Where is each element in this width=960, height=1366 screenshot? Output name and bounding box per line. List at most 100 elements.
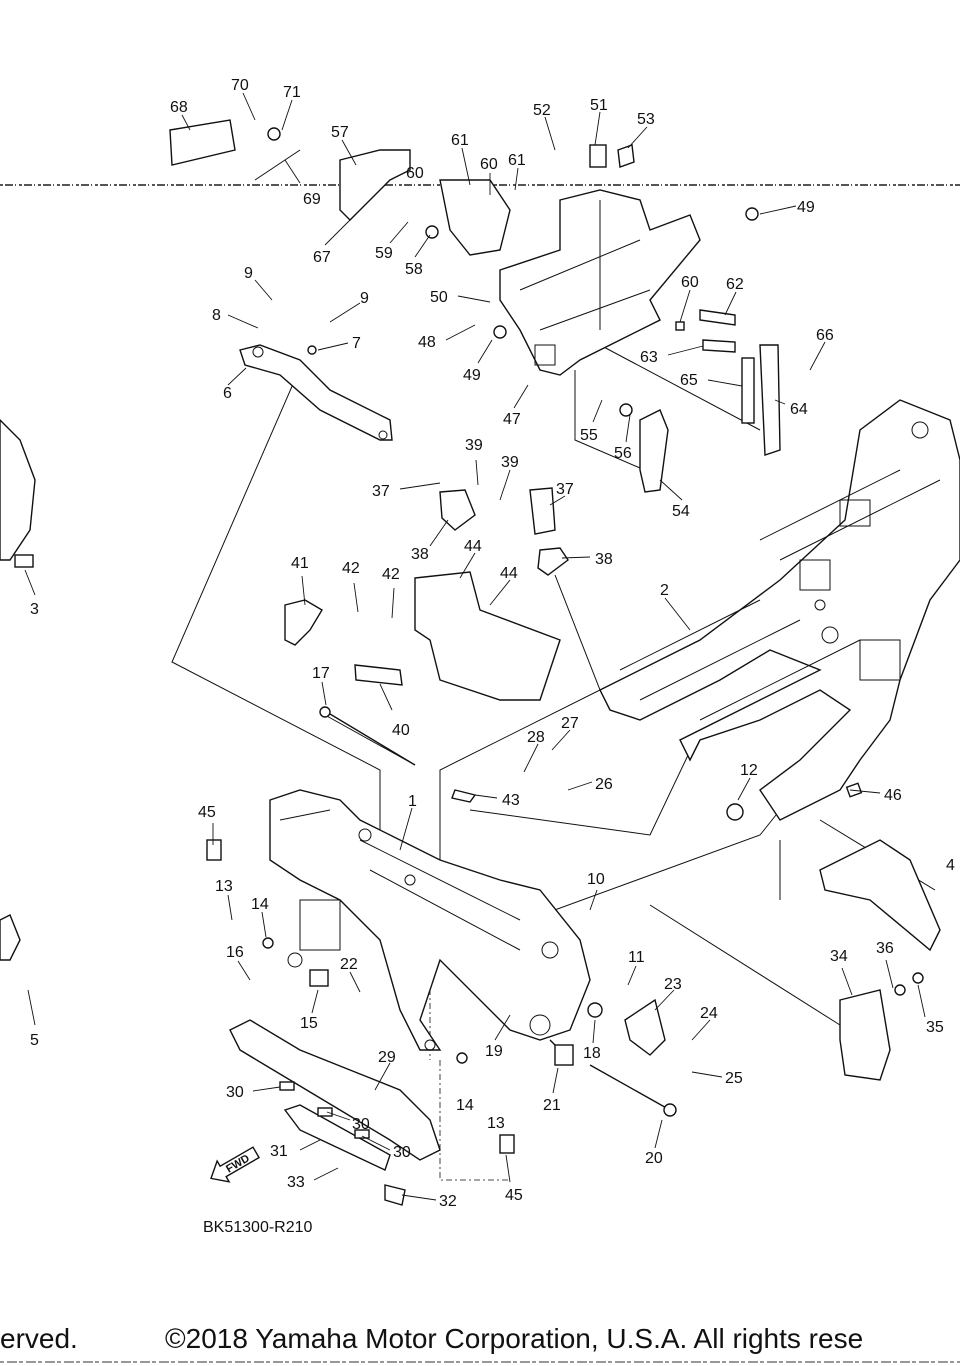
callout-15: 15: [300, 1015, 318, 1032]
side-covers: [639, 309, 941, 1081]
callout-9a: 9: [244, 265, 253, 282]
top-left-brackets: [169, 119, 511, 256]
callout-36: 36: [876, 940, 894, 957]
callout-48: 48: [418, 334, 436, 351]
callout-46: 46: [884, 787, 902, 804]
callout-52: 52: [533, 102, 551, 119]
callout-49a: 49: [463, 367, 481, 384]
callout-45a: 45: [198, 804, 216, 821]
callout-45b: 45: [505, 1187, 523, 1204]
callout-58: 58: [405, 261, 423, 278]
callout-60a: 60: [406, 165, 424, 182]
callout-6: 6: [223, 385, 232, 402]
callout-44b: 44: [500, 565, 518, 582]
callout-71: 71: [283, 84, 301, 101]
callout-30b: 30: [352, 1116, 370, 1133]
callout-33: 33: [287, 1174, 305, 1191]
callout-51: 51: [590, 97, 608, 114]
callout-4: 4: [946, 857, 955, 874]
callout-60c: 60: [681, 274, 699, 291]
callout-40: 40: [392, 722, 410, 739]
callout-17: 17: [312, 665, 330, 682]
callout-32: 32: [439, 1193, 457, 1210]
callout-11: 11: [628, 949, 645, 966]
callout-13b: 13: [487, 1115, 505, 1132]
callout-30a: 30: [226, 1084, 244, 1101]
callout-19: 19: [485, 1043, 503, 1060]
callout-21: 21: [543, 1097, 561, 1114]
callout-68: 68: [170, 99, 188, 116]
callout-13a: 13: [215, 878, 233, 895]
callout-42b: 42: [382, 566, 400, 583]
callout-5: 5: [30, 1032, 39, 1049]
callout-1: 1: [408, 793, 417, 810]
callout-labels: 1 2 3 4 5 6 7 8 9 9 10 11 12 13 13 14 14…: [30, 77, 955, 1210]
callout-43: 43: [502, 792, 520, 809]
callout-61b: 61: [508, 152, 526, 169]
callout-30c: 30: [393, 1144, 411, 1161]
callout-63: 63: [640, 349, 658, 366]
lower-frame: [269, 789, 591, 1051]
callout-66: 66: [816, 327, 834, 344]
callout-59: 59: [375, 245, 393, 262]
callout-56: 56: [614, 445, 632, 462]
callout-34: 34: [830, 948, 848, 965]
callout-8: 8: [212, 307, 221, 324]
callout-49b: 49: [797, 199, 815, 216]
callout-9b: 9: [360, 290, 369, 307]
callout-61a: 61: [451, 132, 469, 149]
fwd-label: FWD: [224, 1153, 252, 1176]
callout-50: 50: [430, 289, 448, 306]
callout-12: 12: [740, 762, 758, 779]
callout-44a: 44: [464, 538, 482, 555]
callout-37b: 37: [556, 481, 574, 498]
callout-42a: 42: [342, 560, 360, 577]
callout-70: 70: [231, 77, 249, 94]
callout-14a: 14: [251, 896, 269, 913]
callout-54: 54: [672, 503, 690, 520]
callout-31: 31: [270, 1143, 288, 1160]
main-frame: [599, 399, 960, 821]
callout-2: 2: [660, 582, 669, 599]
leader-lines: [24, 92, 926, 1201]
callout-18: 18: [583, 1045, 601, 1062]
skid-plate: [229, 1019, 441, 1171]
callout-62: 62: [726, 276, 744, 293]
callout-53: 53: [637, 111, 655, 128]
callout-25: 25: [725, 1070, 743, 1087]
left-stay: [239, 344, 569, 766]
callout-3: 3: [30, 601, 39, 618]
fwd-arrow: FWD: [210, 1146, 260, 1183]
callout-23: 23: [664, 976, 682, 993]
callout-67: 67: [313, 249, 331, 266]
callout-55: 55: [580, 427, 598, 444]
footer-left-text: erved.: [0, 1323, 78, 1354]
left-edge-parts: [0, 419, 36, 961]
callout-37a: 37: [372, 483, 390, 500]
callout-60b: 60: [480, 156, 498, 173]
callout-14b: 14: [456, 1097, 474, 1114]
callout-24: 24: [700, 1005, 718, 1022]
callout-41: 41: [291, 555, 309, 572]
callout-38a: 38: [411, 546, 429, 563]
callout-35: 35: [926, 1019, 944, 1036]
callout-69: 69: [303, 191, 321, 208]
callout-16: 16: [226, 944, 244, 961]
diagram-code: BK51300-R210: [203, 1219, 313, 1236]
callout-39b: 39: [501, 454, 519, 471]
assembly-guide-lines: [171, 344, 936, 1181]
callout-20: 20: [645, 1150, 663, 1167]
callout-38b: 38: [595, 551, 613, 568]
battery-box: [499, 189, 701, 376]
callout-57: 57: [331, 124, 349, 141]
callout-7: 7: [352, 335, 361, 352]
copyright-text: ©2018 Yamaha Motor Corporation, U.S.A. A…: [165, 1323, 863, 1354]
callout-47: 47: [503, 411, 521, 428]
callout-22: 22: [340, 956, 358, 973]
callout-64: 64: [790, 401, 808, 418]
callout-29: 29: [378, 1049, 396, 1066]
callout-65: 65: [680, 372, 698, 389]
hardware: [206, 127, 924, 1206]
callout-28: 28: [527, 729, 545, 746]
